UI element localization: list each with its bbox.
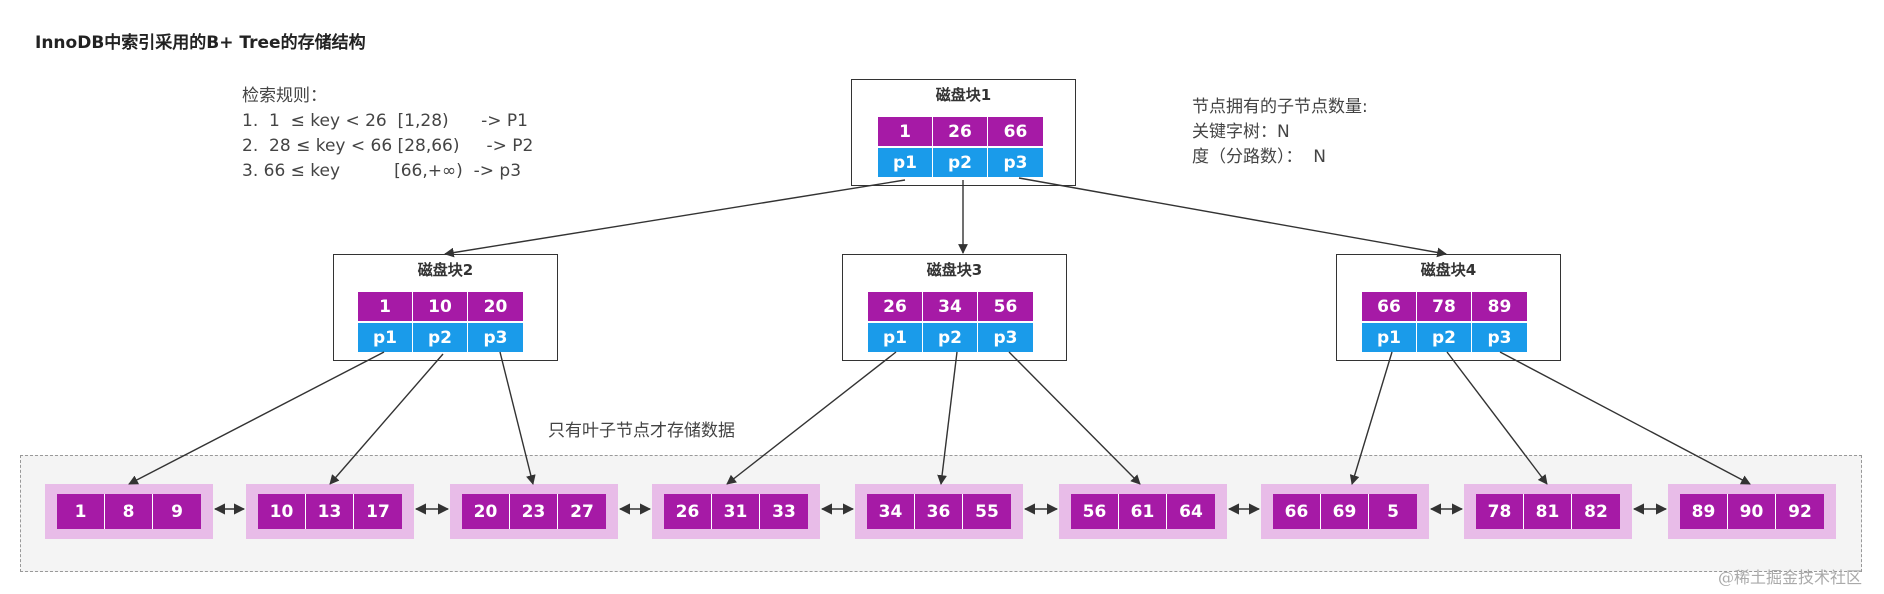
leaf-node: 10 13 17	[246, 484, 414, 539]
leaf-key-cell: 81	[1524, 494, 1572, 529]
block-4-to-leaf-7-arrow	[1349, 351, 1393, 485]
leaf-key-cell: 36	[915, 494, 963, 529]
pointer-cell: p3	[988, 148, 1043, 177]
pointer-cell: p2	[413, 323, 468, 352]
block-3-to-leaf-4-arrow	[726, 351, 897, 485]
leaf-node: 89 90 92	[1668, 484, 1836, 539]
leaf-key-cell: 33	[760, 494, 808, 529]
disk-block-2: 磁盘块2 1 10 20 p1 p2 p3	[333, 254, 558, 361]
leaf-node: 26 31 33	[652, 484, 820, 539]
key-cell: 89	[1472, 292, 1527, 321]
block-2-to-leaf-1-arrow	[128, 351, 385, 485]
block-3-to-leaf-5-arrow	[937, 351, 958, 485]
disk-block-3: 磁盘块3 26 34 56 p1 p2 p3	[842, 254, 1067, 361]
leaf-node: 20 23 27	[450, 484, 618, 539]
disk-block-3-pointers: p1 p2 p3	[868, 323, 1033, 352]
leaf-key-cell: 9	[153, 494, 201, 529]
key-cell: 26	[933, 117, 988, 146]
disk-block-2-pointers: p1 p2 p3	[358, 323, 523, 352]
disk-block-1-title: 磁盘块1	[935, 86, 992, 104]
disk-block-4-pointers: p1 p2 p3	[1362, 323, 1527, 352]
leaf-key-cell: 56	[1071, 494, 1119, 529]
disk-block-2-title: 磁盘块2	[417, 261, 474, 279]
key-cell: 10	[413, 292, 468, 321]
block-4-to-leaf-9-arrow	[1499, 351, 1751, 485]
search-rules-heading: 检索规则：	[242, 86, 327, 106]
leaf-key-cell: 23	[510, 494, 558, 529]
root-to-block-4-arrow	[1018, 177, 1447, 258]
leaf-key-cell: 27	[558, 494, 606, 529]
leaf-key-cell: 92	[1776, 494, 1824, 529]
leaf-key-cell: 34	[867, 494, 915, 529]
key-cell: 20	[468, 292, 523, 321]
pointer-cell: p2	[933, 148, 988, 177]
pointer-cell: p1	[358, 323, 413, 352]
leaf-key-cell: 10	[258, 494, 306, 529]
leaf-node: 66 69 5	[1261, 484, 1429, 539]
leaf-node: 56 61 64	[1059, 484, 1227, 539]
key-cell: 78	[1417, 292, 1472, 321]
pointer-cell: p3	[1472, 323, 1527, 352]
pointer-cell: p2	[923, 323, 978, 352]
leaf-key-cell: 82	[1572, 494, 1620, 529]
disk-block-4-title: 磁盘块4	[1420, 261, 1477, 279]
leaf-key-cell: 69	[1321, 494, 1369, 529]
disk-block-2-keys: 1 10 20	[358, 292, 523, 321]
key-cell: 1	[878, 117, 933, 146]
disk-block-1-pointers: p1 p2 p3	[878, 148, 1043, 177]
leaf-key-cell: 26	[664, 494, 712, 529]
key-cell: 26	[868, 292, 923, 321]
leaf-note: 只有叶子节点才存储数据	[548, 421, 735, 441]
disk-block-3-title: 磁盘块3	[926, 261, 983, 279]
leaf-key-cell: 5	[1369, 494, 1417, 529]
leaf-key-cell: 78	[1476, 494, 1524, 529]
leaf-key-cell: 90	[1728, 494, 1776, 529]
leaf-key-cell: 8	[105, 494, 153, 529]
block-2-to-leaf-3-arrow	[499, 351, 536, 485]
disk-block-1-keys: 1 26 66	[878, 117, 1043, 146]
leaf-key-cell: 13	[306, 494, 354, 529]
block-2-to-leaf-2-arrow	[329, 353, 444, 485]
search-rule-3: 3. 66 ≤ key [66,+∞) -> p3	[242, 161, 522, 181]
key-cell: 34	[923, 292, 978, 321]
leaf-key-cell: 17	[354, 494, 402, 529]
search-rules: 检索规则： 1. 1 ≤ key < 26 [1,28) -> P1 2. 28…	[242, 84, 533, 184]
leaf-key-cell: 55	[963, 494, 1011, 529]
leaf-key-cell: 89	[1680, 494, 1728, 529]
search-rule-1: 1. 1 ≤ key < 26 [1,28) -> P1	[242, 111, 528, 131]
pointer-cell: p2	[1417, 323, 1472, 352]
watermark: @稀土掘金技术社区	[1717, 568, 1862, 587]
leaf-node: 34 36 55	[855, 484, 1023, 539]
key-cell: 66	[1362, 292, 1417, 321]
key-cell: 66	[988, 117, 1043, 146]
leaf-key-cell: 1	[57, 494, 105, 529]
pointer-cell: p1	[868, 323, 923, 352]
key-cell: 56	[978, 292, 1033, 321]
pointer-cell: p3	[468, 323, 523, 352]
leaf-key-cell: 31	[712, 494, 760, 529]
leaf-key-cell: 64	[1167, 494, 1215, 529]
search-rule-2: 2. 28 ≤ key < 66 [28,66) -> P2	[242, 136, 534, 156]
leaf-key-cell: 20	[462, 494, 510, 529]
leaf-node: 78 81 82	[1464, 484, 1632, 539]
node-info: 节点拥有的子节点数量: 关键字树：N 度（分路数）： N	[1192, 95, 1368, 170]
key-cell: 1	[358, 292, 413, 321]
root-to-block-2-arrow	[444, 179, 906, 258]
pointer-cell: p3	[978, 323, 1033, 352]
leaf-key-cell: 61	[1119, 494, 1167, 529]
pointer-cell: p1	[1362, 323, 1417, 352]
node-info-line-1: 节点拥有的子节点数量:	[1192, 97, 1368, 117]
disk-block-4-keys: 66 78 89	[1362, 292, 1527, 321]
diagram-title: InnoDB中索引采用的B+ Tree的存储结构	[35, 33, 366, 53]
disk-block-4: 磁盘块4 66 78 89 p1 p2 p3	[1336, 254, 1561, 361]
leaf-key-cell: 66	[1273, 494, 1321, 529]
block-4-to-leaf-8-arrow	[1446, 351, 1548, 485]
node-info-line-3: 度（分路数）： N	[1192, 147, 1327, 167]
pointer-cell: p1	[878, 148, 933, 177]
block-3-to-leaf-6-arrow	[1008, 351, 1141, 485]
leaf-node: 1 8 9	[45, 484, 213, 539]
node-info-line-2: 关键字树：N	[1192, 122, 1290, 142]
disk-block-3-keys: 26 34 56	[868, 292, 1033, 321]
